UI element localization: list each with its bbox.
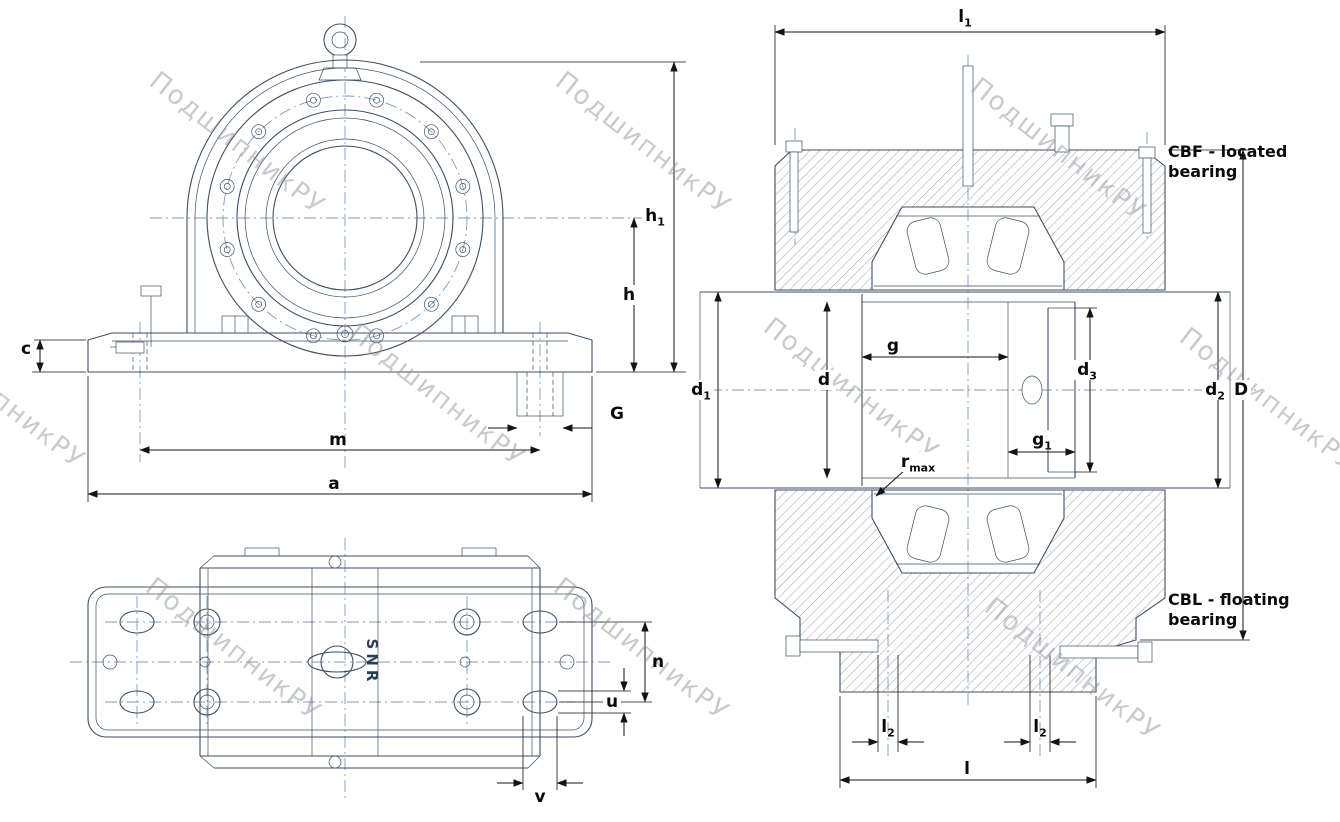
shaft bbox=[699, 291, 1231, 489]
dim-label-d1: d1 bbox=[688, 380, 714, 403]
bearing-rollers bbox=[906, 217, 1030, 563]
dim-label-h: h bbox=[619, 285, 639, 305]
dim-label-l2-left: l2 bbox=[881, 717, 895, 740]
base-plate bbox=[87, 586, 593, 738]
mounting-holes bbox=[102, 608, 575, 716]
dim-d3-sub: 3 bbox=[1089, 369, 1097, 383]
cbf-line2: bearing bbox=[1168, 162, 1238, 181]
dim-label-d: d bbox=[814, 370, 834, 390]
eye-bolt bbox=[318, 23, 362, 81]
dim-g1-sub: 1 bbox=[1044, 439, 1052, 453]
brand-snr: SNR bbox=[363, 638, 381, 686]
plan-dimensions bbox=[497, 621, 652, 790]
front-view bbox=[32, 16, 686, 502]
dim-d3-base: d bbox=[1077, 360, 1090, 380]
dim-label-g: g bbox=[883, 336, 903, 356]
cbl-line2: bearing bbox=[1168, 610, 1238, 629]
dim-label-G: G bbox=[610, 404, 624, 424]
housing-fasteners bbox=[785, 65, 1156, 663]
dim-label-d3: d3 bbox=[1074, 360, 1100, 383]
dim-l2a-sub: 2 bbox=[887, 726, 895, 740]
cbl-line1: CBL - floating bbox=[1168, 590, 1290, 609]
dim-h1-base: h bbox=[645, 206, 658, 226]
dim-label-v: v bbox=[534, 787, 546, 807]
dim-label-h1: h1 bbox=[642, 206, 668, 229]
dim-d1-sub: 1 bbox=[703, 389, 711, 403]
dim-label-a: a bbox=[328, 474, 340, 494]
dim-label-D: D bbox=[1230, 380, 1252, 400]
dim-h1-sub: 1 bbox=[657, 215, 665, 229]
cap-top-view bbox=[199, 547, 541, 769]
g-hole bbox=[516, 371, 564, 417]
dim-label-c: c bbox=[17, 339, 35, 359]
dim-l2a-base: l bbox=[881, 717, 888, 737]
dim-label-m: m bbox=[329, 430, 347, 450]
dim-label-l2-right: l2 bbox=[1033, 717, 1047, 740]
dim-label-g1: g1 bbox=[1029, 430, 1055, 453]
dim-rmax-sub: max bbox=[909, 461, 936, 475]
dim-d2-base: d bbox=[1205, 380, 1218, 400]
dim-d2-sub: 2 bbox=[1217, 389, 1225, 403]
front-dimensions bbox=[32, 61, 686, 502]
dim-label-n: n bbox=[651, 652, 665, 672]
dim-l2b-base: l bbox=[1033, 717, 1040, 737]
dim-rmax-base: r bbox=[900, 452, 910, 472]
dim-l1-base: l bbox=[958, 7, 965, 27]
eye-bolt-top bbox=[307, 645, 367, 679]
dim-label-d2: d2 bbox=[1202, 380, 1228, 403]
dim-l1-sub: 1 bbox=[964, 16, 972, 30]
dim-g1-base: g bbox=[1032, 430, 1045, 450]
bearing-bore bbox=[206, 79, 484, 357]
plan-view bbox=[70, 538, 652, 800]
cbf-line1: CBF - located bbox=[1168, 142, 1288, 161]
housing-body bbox=[186, 59, 504, 333]
housing-base bbox=[87, 315, 593, 373]
cap-bolts bbox=[219, 92, 471, 344]
dim-l2b-sub: 2 bbox=[1039, 726, 1047, 740]
dim-label-u: u bbox=[602, 692, 622, 712]
dim-label-rmax: rmax bbox=[897, 452, 939, 475]
dim-d1-base: d bbox=[691, 380, 704, 400]
section-view bbox=[688, 25, 1256, 788]
dim-label-l: l bbox=[964, 759, 970, 779]
housing-bottom-section bbox=[774, 489, 1166, 693]
dim-label-l1: l1 bbox=[958, 7, 972, 30]
grease-fitting bbox=[110, 285, 162, 354]
